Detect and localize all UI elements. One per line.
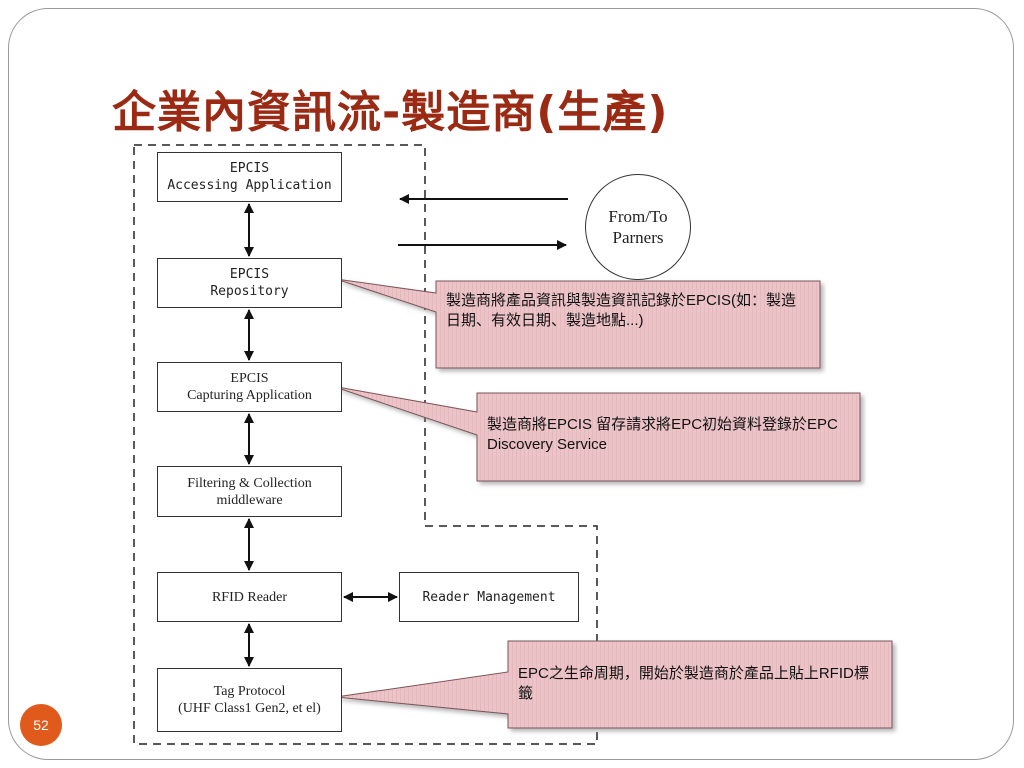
rfid-reader-box: RFID Reader [157,572,342,622]
partners-circle: From/To Parners [585,174,691,280]
page-number-badge: 52 [20,704,62,746]
filtering-collection-box: Filtering & Collection middleware [157,466,342,517]
dashed-boundary [133,144,598,745]
reader-management-box: Reader Management [399,572,579,622]
epcis-repository-box: EPCIS Repository [157,258,342,308]
callout-capturing-shape [331,385,861,482]
callout-capturing-text: 製造商將EPCIS 留存請求將EPC初始資料登錄於EPC Discovery S… [487,416,838,453]
callout-tag-text: EPC之生命周期，開始於製造商於產品上貼上RFID標籤 [518,665,869,702]
slide-title: 企業內資訊流-製造商(生產) [112,87,669,138]
callout-repository-text: 製造商將產品資訊與製造資訊記錄於EPCIS(如：製造日期、有效日期、製造地點..… [446,292,797,329]
tag-protocol-box: Tag Protocol (UHF Class1 Gen2, et el) [157,668,342,732]
callout-tag-shape [335,640,893,729]
epcis-accessing-application-box: EPCIS Accessing Application [157,152,342,202]
epcis-capturing-application-box: EPCIS Capturing Application [157,362,342,412]
callout-repository-shape [335,278,821,369]
